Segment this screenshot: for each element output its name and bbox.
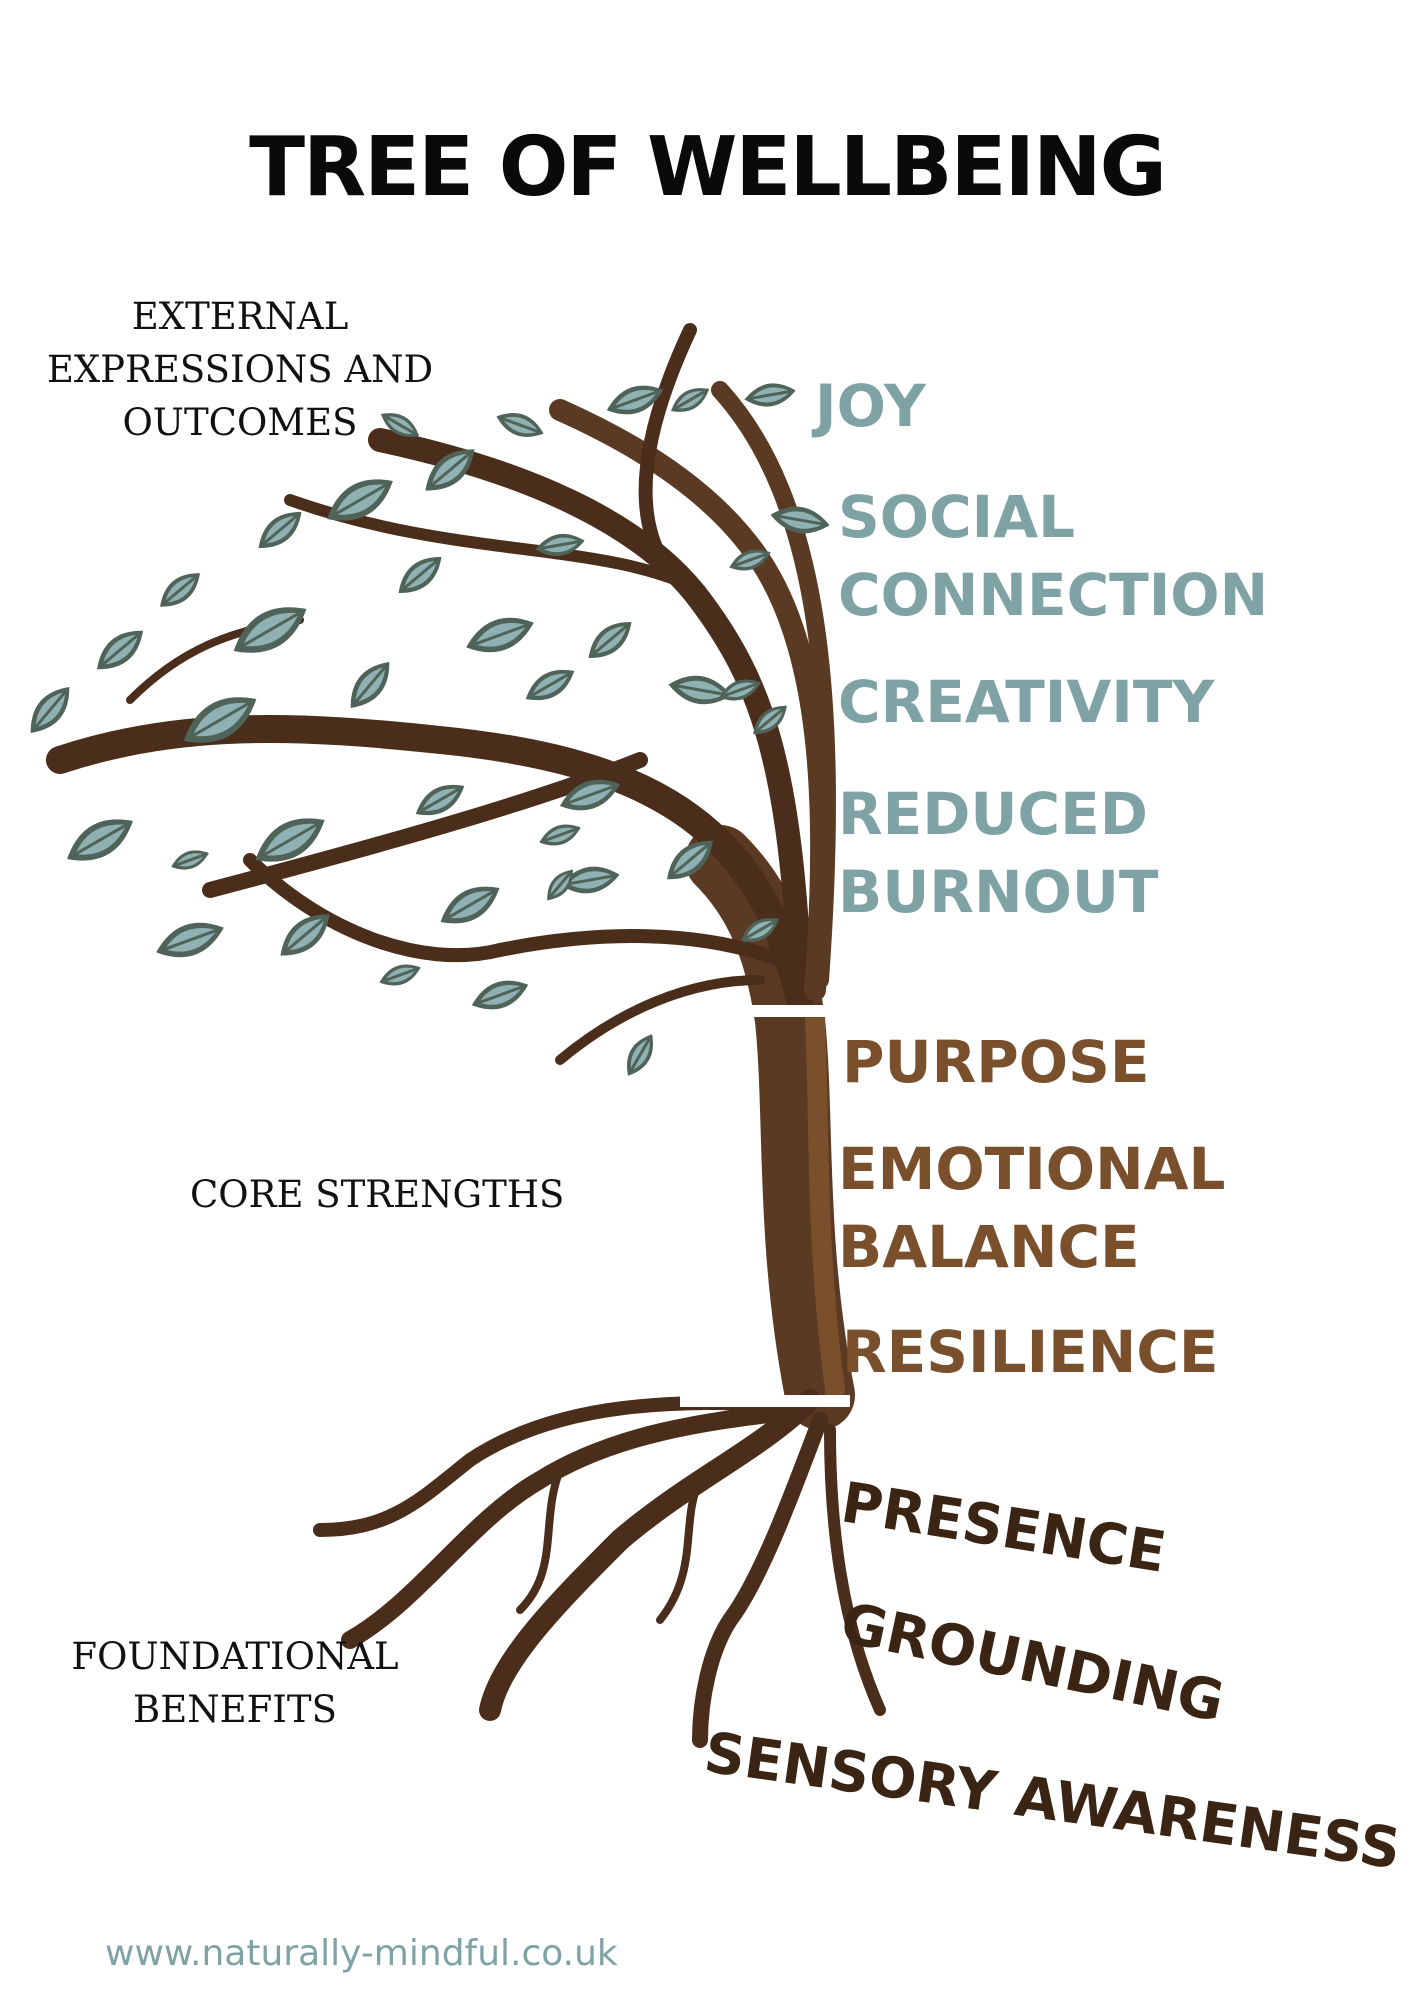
leaf (588, 621, 632, 658)
leaf (606, 385, 664, 415)
leaf (350, 662, 390, 708)
leaf (670, 388, 710, 412)
leaf (327, 479, 393, 521)
leaf (30, 687, 70, 733)
leaf (233, 607, 307, 653)
leaf (97, 630, 143, 670)
outcome-reduced-burnout: REDUCED BURNOUT (838, 780, 1159, 926)
leaf (415, 784, 465, 816)
root (516, 1466, 564, 1614)
trunk-highlight (805, 1010, 845, 1400)
leaf (560, 866, 620, 894)
leaf (67, 819, 133, 861)
leaf (668, 675, 732, 705)
leaf (525, 669, 575, 701)
core-section-label: CORE STRENGTHS (190, 1173, 565, 1216)
root (824, 1424, 886, 1716)
leaf (627, 1034, 653, 1076)
leaf (559, 779, 621, 811)
outcome-joy: JOY (815, 372, 926, 440)
leaf (535, 533, 585, 557)
root (479, 1389, 821, 1721)
leaf (496, 413, 544, 437)
branch (202, 752, 648, 898)
leaf (667, 840, 713, 880)
root (656, 1476, 704, 1624)
branch (555, 975, 765, 1065)
leaf (156, 922, 224, 958)
root (341, 1401, 809, 1649)
core-purpose: PURPOSE (842, 1028, 1150, 1096)
leaf (753, 705, 787, 735)
leaf (770, 506, 830, 534)
outcome-creativity: CREATIVITY (838, 668, 1215, 736)
leaf-cluster (30, 383, 830, 1076)
section-band (680, 1395, 850, 1407)
leaf (258, 511, 302, 548)
leaf (255, 818, 325, 862)
core-emotional-balance: EMOTIONAL BALANCE (838, 1135, 1226, 1281)
foundation-section-label: FOUNDATIONAL BENEFITS (71, 1635, 399, 1731)
leaf (379, 964, 421, 986)
branch (711, 381, 836, 989)
leaf (547, 869, 574, 901)
outcomes-section-label: EXTERNAL EXPRESSIONS AND OUTCOMES (46, 295, 434, 444)
leaf (740, 918, 780, 942)
branch (284, 494, 706, 596)
leaf (280, 914, 330, 956)
leaf (729, 549, 771, 571)
root (692, 1412, 828, 1748)
leaf (425, 449, 475, 491)
page-title: TREE OF WELLBEING (249, 120, 1167, 215)
section-band (700, 1005, 850, 1017)
leaf (471, 980, 529, 1010)
leaf (466, 617, 534, 653)
leaf (719, 679, 761, 701)
leaf (183, 697, 257, 743)
website-link[interactable]: www.naturally-mindful.co.uk (105, 1933, 618, 1974)
leaf (171, 850, 209, 870)
leaf (398, 556, 442, 593)
leaf (440, 886, 500, 924)
tree-branches (46, 323, 886, 1748)
leaf (539, 824, 581, 846)
leaf (744, 383, 796, 407)
outcome-social-connection: SOCIAL CONNECTION (838, 483, 1269, 629)
branch (46, 715, 814, 1014)
leaf (380, 413, 420, 437)
leaf (160, 572, 200, 607)
core-resilience: RESILIENCE (842, 1318, 1219, 1386)
